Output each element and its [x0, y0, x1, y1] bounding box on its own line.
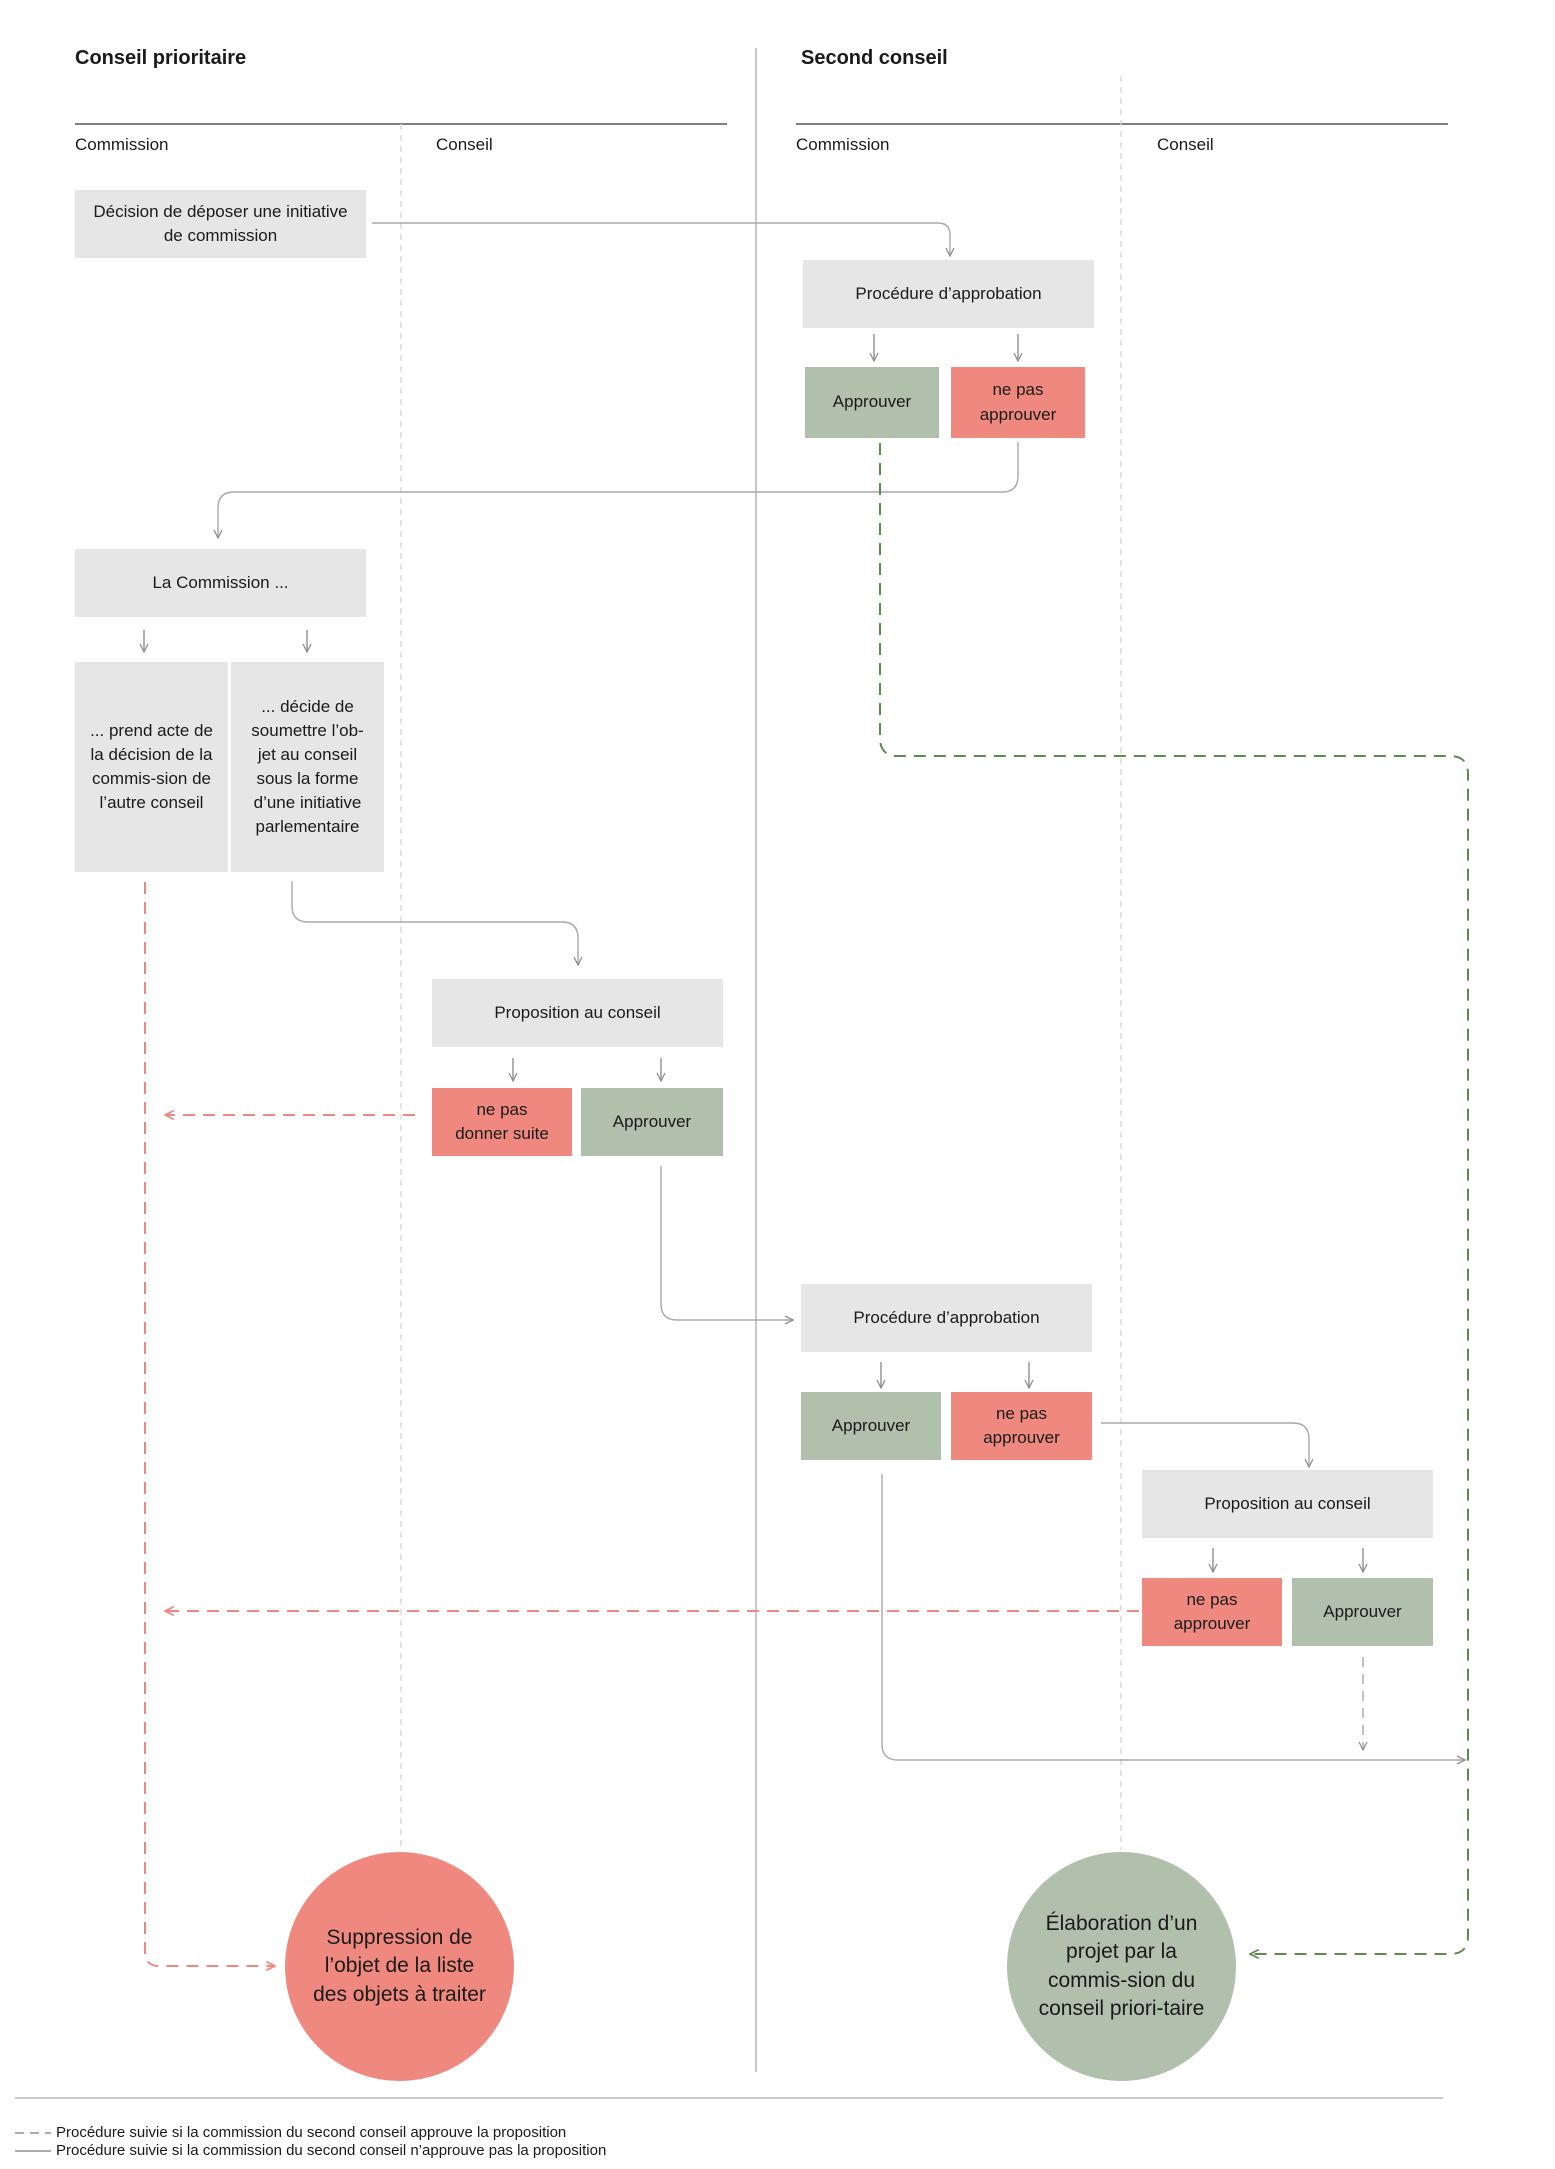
box-approve-4: Approuver [1292, 1578, 1433, 1646]
outcome-suppression: Suppression de l’objet de la liste des o… [285, 1852, 514, 2081]
box-approve-2: Approuver [581, 1088, 723, 1156]
legend-solid-label: Procédure suivie si la commission du sec… [56, 2142, 607, 2159]
box-decision: Décision de déposer une initiative de co… [75, 190, 366, 258]
connector-decision-to-approval [372, 222, 950, 256]
box-not-approve-1: ne pas approuver [951, 367, 1085, 438]
connector-notapprove-to-commission [218, 442, 1019, 538]
box-approval-2: Procédure d’approbation [801, 1284, 1092, 1352]
box-prend-acte: ... prend acte de la décision de la comm… [75, 662, 228, 872]
box-ne-pas-donner-suite: ne pas donner suite [432, 1088, 572, 1156]
box-approval-1: Procédure d’approbation [803, 260, 1094, 328]
connector-approve3-to-right [881, 1474, 1465, 1760]
heading-second-conseil: Second conseil [801, 47, 948, 69]
column-label-right-conseil: Conseil [1157, 135, 1214, 154]
column-label-left-conseil: Conseil [436, 135, 493, 154]
green-dash-approve1-to-elaboration [879, 443, 1469, 1954]
column-label-left-commission: Commission [75, 135, 169, 154]
heading-conseil-prioritaire: Conseil prioritaire [75, 47, 247, 69]
box-decide: ... décide de soumettre l’ob-jet au cons… [231, 662, 384, 872]
red-dash-prendacte-to-suppression [144, 882, 275, 1966]
box-not-approve-4: ne pas approuver [1142, 1578, 1282, 1646]
box-proposition-1: Proposition au conseil [432, 979, 723, 1047]
legend-dashed-label: Procédure suivie si la commission du sec… [56, 2124, 567, 2141]
column-label-right-commission: Commission [796, 135, 890, 154]
box-commission: La Commission ... [75, 549, 366, 617]
connector-notapprove3-to-proposition2 [1101, 1422, 1309, 1467]
connector-decide-to-proposition [291, 881, 578, 965]
box-approve-3: Approuver [801, 1392, 941, 1460]
box-proposition-2: Proposition au conseil [1142, 1470, 1433, 1538]
box-not-approve-3: ne pas approuver [951, 1392, 1092, 1460]
box-approve-1: Approuver [805, 367, 939, 438]
outcome-elaboration: Élaboration d’un projet par la commis-si… [1007, 1852, 1236, 2081]
connector-approve2-to-approval2 [660, 1166, 793, 1320]
